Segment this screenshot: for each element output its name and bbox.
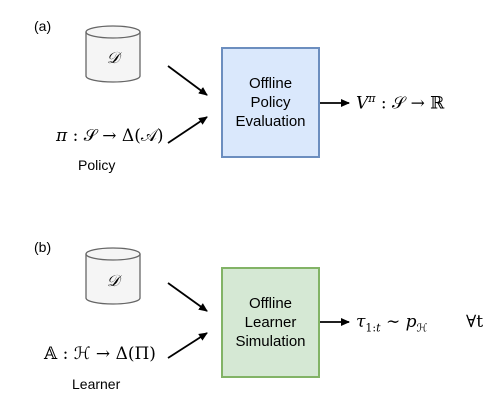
offline-policy-evaluation-box: Offline Policy Evaluation xyxy=(221,47,320,158)
learner-caption: Learner xyxy=(72,376,121,392)
policy-formula: π : 𝒮 → Δ(𝒜) xyxy=(56,126,164,146)
policy-caption: Policy xyxy=(78,157,116,173)
dataset-symbol-a: 𝒟 xyxy=(107,48,123,67)
arrow-dataset-to-box-b xyxy=(167,282,208,312)
learner-formula: 𝔸 : ℋ → Δ(Π) xyxy=(44,344,156,364)
panel-label-b: (b) xyxy=(34,239,52,255)
dataset-cylinder-b: 𝒟 xyxy=(85,247,141,305)
offline-learner-simulation-box: Offline Learner Simulation xyxy=(221,267,320,378)
value-function-output: Vπ : 𝒮 → ℝ xyxy=(356,92,445,114)
dataset-symbol-b: 𝒟 xyxy=(107,271,123,290)
trajectory-output: τ1:t ∼ pℋ xyxy=(356,312,428,335)
dataset-cylinder-a: 𝒟 xyxy=(85,25,141,83)
arrow-learner-to-box-b xyxy=(167,332,208,359)
arrow-policy-to-box-a xyxy=(167,116,208,144)
panel-label-a: (a) xyxy=(34,18,52,34)
forall-quantifier: ∀t xyxy=(466,312,484,332)
arrow-dataset-to-box-a xyxy=(167,65,208,96)
